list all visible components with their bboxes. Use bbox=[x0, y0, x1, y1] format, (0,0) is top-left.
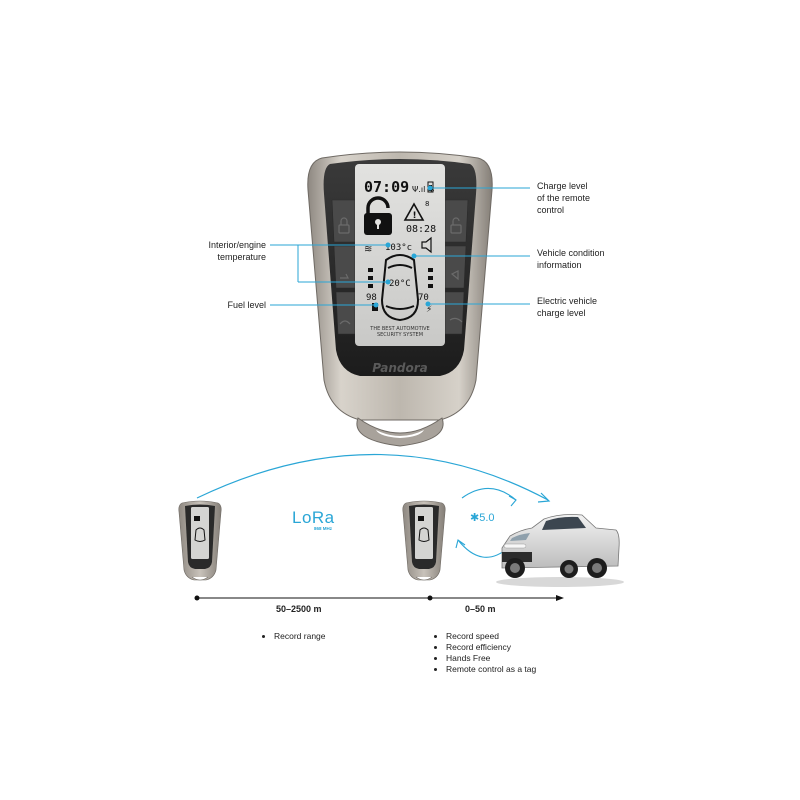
signal-icon: Ψ.ıl ✲ bbox=[412, 185, 435, 194]
lcd-fuel-value: 98 bbox=[366, 293, 377, 303]
list-item: Record range bbox=[274, 631, 414, 642]
range-label-short: 0–50 m bbox=[465, 604, 496, 614]
lcd-time: 07:09 bbox=[364, 178, 409, 196]
features-short-range: Record speed Record efficiency Hands Fre… bbox=[436, 631, 606, 675]
list-item: Remote control as a tag bbox=[446, 664, 606, 675]
lcd-outside-temp: 20°C bbox=[389, 279, 411, 289]
bluetooth-version: 5.0 bbox=[479, 512, 495, 524]
list-item: Hands Free bbox=[446, 653, 606, 664]
callout-ev-charge: Electric vehicle charge level bbox=[537, 296, 598, 318]
bluetooth-arc-top bbox=[461, 487, 517, 501]
lcd-tagline-2: SECURITY SYSTEM bbox=[377, 332, 423, 338]
list-item: Record efficiency bbox=[446, 642, 606, 653]
svg-text:!: ! bbox=[413, 211, 417, 221]
lora-frequency: 868 MHz bbox=[314, 526, 333, 531]
speaker-icon bbox=[421, 236, 432, 254]
callout-interior-temp: Interior/engine temperature bbox=[208, 240, 266, 262]
bluetooth-badge: ✱5.0 bbox=[470, 511, 495, 524]
features-long-range: Record range bbox=[264, 631, 414, 642]
bluetooth-icon: ✱ bbox=[470, 512, 480, 524]
small-remote-near bbox=[402, 500, 446, 581]
pickup-truck-image bbox=[496, 514, 624, 587]
bolt-icon: ⚡ bbox=[426, 305, 432, 315]
callout-vehicle-condition: Vehicle condition information bbox=[537, 248, 605, 270]
padlock-icon bbox=[364, 196, 392, 235]
callout-fuel-level: Fuel level bbox=[227, 300, 266, 310]
warning-icon bbox=[403, 202, 425, 221]
bluetooth-arc-bottom bbox=[457, 539, 509, 558]
car-top-view bbox=[380, 254, 420, 322]
lcd-ev-value: 70 bbox=[418, 293, 429, 303]
lcd-clock: 08:28 bbox=[406, 224, 436, 235]
svg-text:8: 8 bbox=[425, 200, 429, 208]
callout-charge-level: Charge level of the remote control bbox=[537, 181, 591, 215]
small-remote-far bbox=[178, 500, 222, 581]
lcd-tagline-1: THE BEST AUTOMOTIVE bbox=[369, 326, 429, 332]
main-remote-illustration: 07:09 Ψ.ıl ✲ ! 8 08:28 ≋ 103°c 20°C 98 7… bbox=[307, 151, 493, 447]
heat-icon: ≋ bbox=[364, 244, 372, 255]
lora-label: LoRa bbox=[292, 508, 335, 527]
range-label-long: 50–2500 m bbox=[276, 604, 322, 614]
lcd-interior-temp: 103°c bbox=[385, 243, 412, 253]
lora-arc bbox=[196, 453, 549, 501]
lora-logo: LoRa 868 MHz bbox=[292, 508, 362, 531]
brand-logo: Pandora bbox=[372, 361, 428, 375]
list-item: Record speed bbox=[446, 631, 606, 642]
